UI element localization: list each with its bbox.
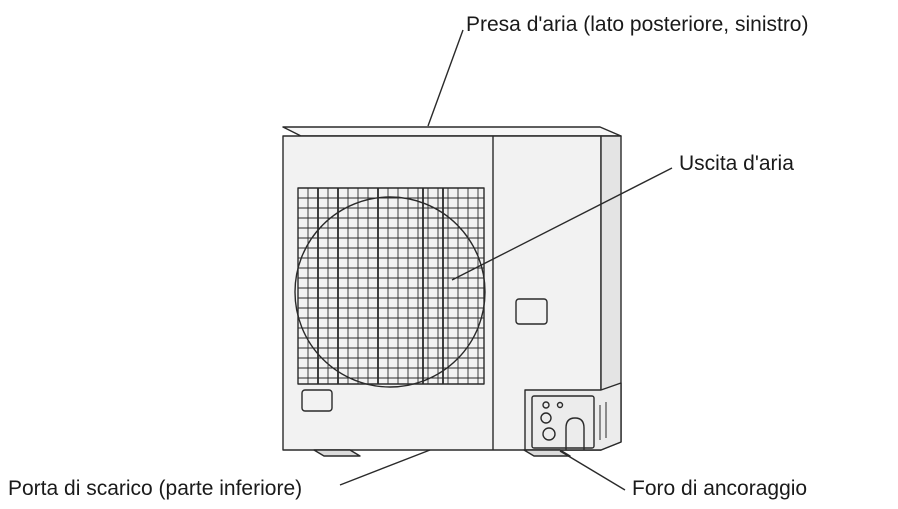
leader-anchor-hole xyxy=(559,450,626,491)
service-handle xyxy=(515,298,548,325)
front-vent xyxy=(301,389,333,412)
label-air-outlet: Uscita d'aria xyxy=(679,152,794,175)
leader-air-outlet xyxy=(451,167,673,281)
unit-top-lid xyxy=(282,126,622,137)
foot-left xyxy=(313,449,361,457)
label-anchor-hole: Foro di ancoraggio xyxy=(632,477,808,500)
foot-right xyxy=(523,449,571,457)
leader-drain-port xyxy=(339,449,431,486)
label-air-intake: Presa d'aria (lato posteriore, sinistro) xyxy=(466,13,809,36)
fan-guard xyxy=(294,187,486,388)
label-drain-port: Porta di scarico (parte inferiore) xyxy=(8,477,303,500)
leader-air-intake xyxy=(427,29,464,127)
piping-cover xyxy=(524,382,622,451)
